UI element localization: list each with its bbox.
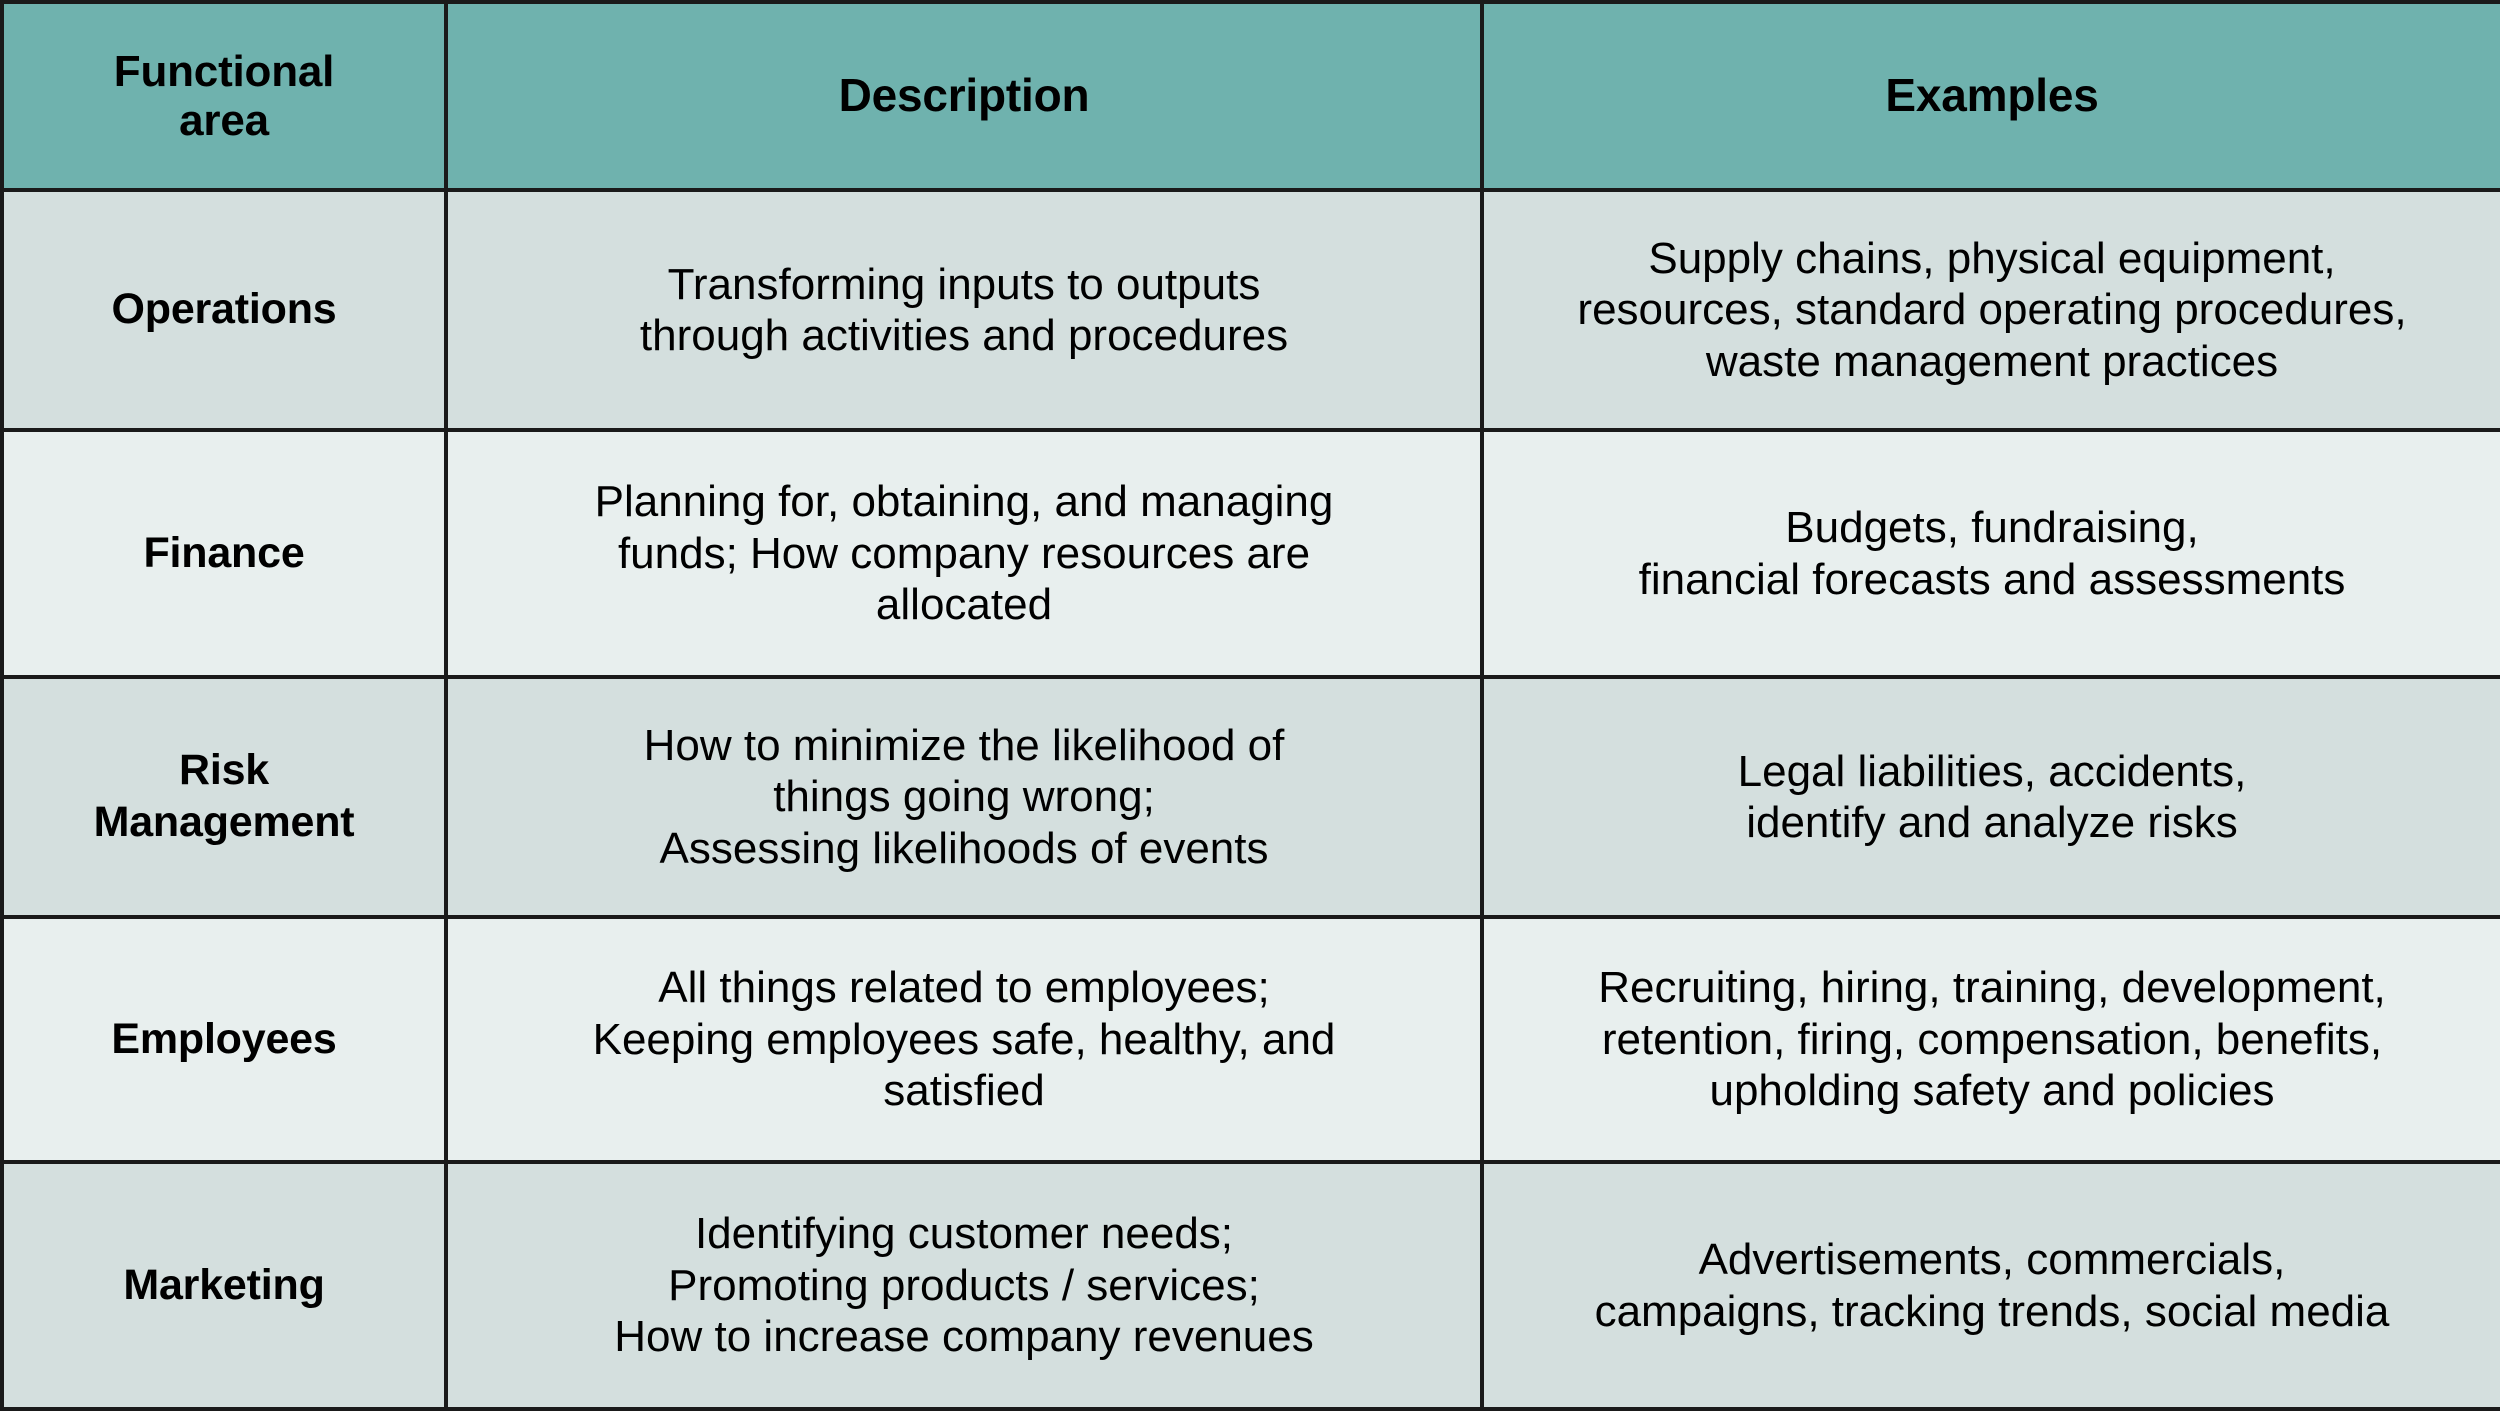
description-line: Promoting products / services;	[668, 1260, 1260, 1310]
cell-examples: Legal liabilities, accidents, identify a…	[1480, 675, 2500, 919]
description-line: allocated	[875, 580, 1053, 630]
cell-functional-area: Risk Management	[0, 675, 448, 919]
table-row: Risk Management How to minimize the like…	[0, 675, 2500, 919]
description-line: All things related to employees;	[658, 963, 1270, 1013]
description-line: How to increase company revenues	[614, 1312, 1314, 1362]
column-header-examples: Examples	[1480, 0, 2500, 192]
header-row: Functional area Description Examples	[0, 0, 2500, 192]
examples-line: campaigns, tracking trends, social media	[1594, 1286, 2390, 1336]
table-row: Marketing Identifying customer needs; Pr…	[0, 1160, 2500, 1411]
examples-line: resources, standard operating procedures…	[1577, 285, 2407, 335]
examples-line: financial forecasts and assessments	[1638, 554, 2346, 604]
description-line: Assessing likelihoods of events	[659, 823, 1269, 873]
table-body: Operations Transforming inputs to output…	[0, 188, 2500, 1411]
cell-description: Planning for, obtaining, and managing fu…	[444, 428, 1484, 679]
cell-examples: Advertisements, commercials, campaigns, …	[1480, 1160, 2500, 1411]
cell-examples: Recruiting, hiring, training, developmen…	[1480, 915, 2500, 1164]
examples-line: identify and analyze risks	[1746, 798, 2238, 847]
cell-functional-area: Employees	[0, 915, 448, 1164]
functional-area-line: Management	[93, 798, 355, 846]
cell-description: All things related to employees; Keeping…	[444, 915, 1484, 1164]
description-line: Planning for, obtaining, and managing	[594, 477, 1334, 527]
column-header-description: Description	[444, 0, 1484, 192]
functional-area-line: Risk	[178, 746, 270, 795]
examples-line: retention, firing, compensation, benefit…	[1601, 1014, 2383, 1064]
table-row: Operations Transforming inputs to output…	[0, 188, 2500, 432]
description-line: funds; How company resources are	[617, 528, 1311, 578]
cell-description: Identifying customer needs; Promoting pr…	[444, 1160, 1484, 1411]
cell-description: How to minimize the likelihood of things…	[444, 675, 1484, 919]
examples-line: Legal liabilities, accidents,	[1737, 746, 2247, 796]
examples-line: waste management practices	[1705, 336, 2279, 386]
examples-line: Supply chains, physical equipment,	[1648, 233, 2336, 283]
cell-functional-area: Marketing	[0, 1160, 448, 1411]
cell-functional-area: Operations	[0, 188, 448, 432]
examples-line: Recruiting, hiring, training, developmen…	[1598, 963, 2386, 1013]
cell-examples: Budgets, fundraising, financial forecast…	[1480, 428, 2500, 679]
examples-line: Budgets, fundraising,	[1785, 503, 2199, 553]
description-line: things going wrong;	[773, 772, 1155, 822]
description-line: satisfied	[883, 1066, 1045, 1116]
table-header: Functional area Description Examples	[0, 0, 2500, 192]
description-line: Identifying customer needs;	[694, 1209, 1234, 1259]
table-row: Employees All things related to employee…	[0, 915, 2500, 1164]
table-row: Finance Planning for, obtaining, and man…	[0, 428, 2500, 679]
description-line: Transforming inputs to outputs	[667, 259, 1261, 309]
cell-description: Transforming inputs to outputs through a…	[444, 188, 1484, 432]
column-header-functional-area-line-1: Functional	[113, 46, 335, 96]
description-line: How to minimize the likelihood of	[643, 720, 1285, 770]
examples-line: upholding safety and policies	[1709, 1066, 2275, 1116]
examples-line: Advertisements, commercials,	[1698, 1235, 2286, 1285]
cell-examples: Supply chains, physical equipment, resou…	[1480, 188, 2500, 432]
column-header-functional-area-line-2: area	[179, 96, 269, 145]
column-header-functional-area: Functional area	[0, 0, 448, 192]
cell-functional-area: Finance	[0, 428, 448, 679]
description-line: Keeping employees safe, healthy, and	[592, 1014, 1336, 1064]
description-line: through activities and procedures	[639, 311, 1289, 360]
